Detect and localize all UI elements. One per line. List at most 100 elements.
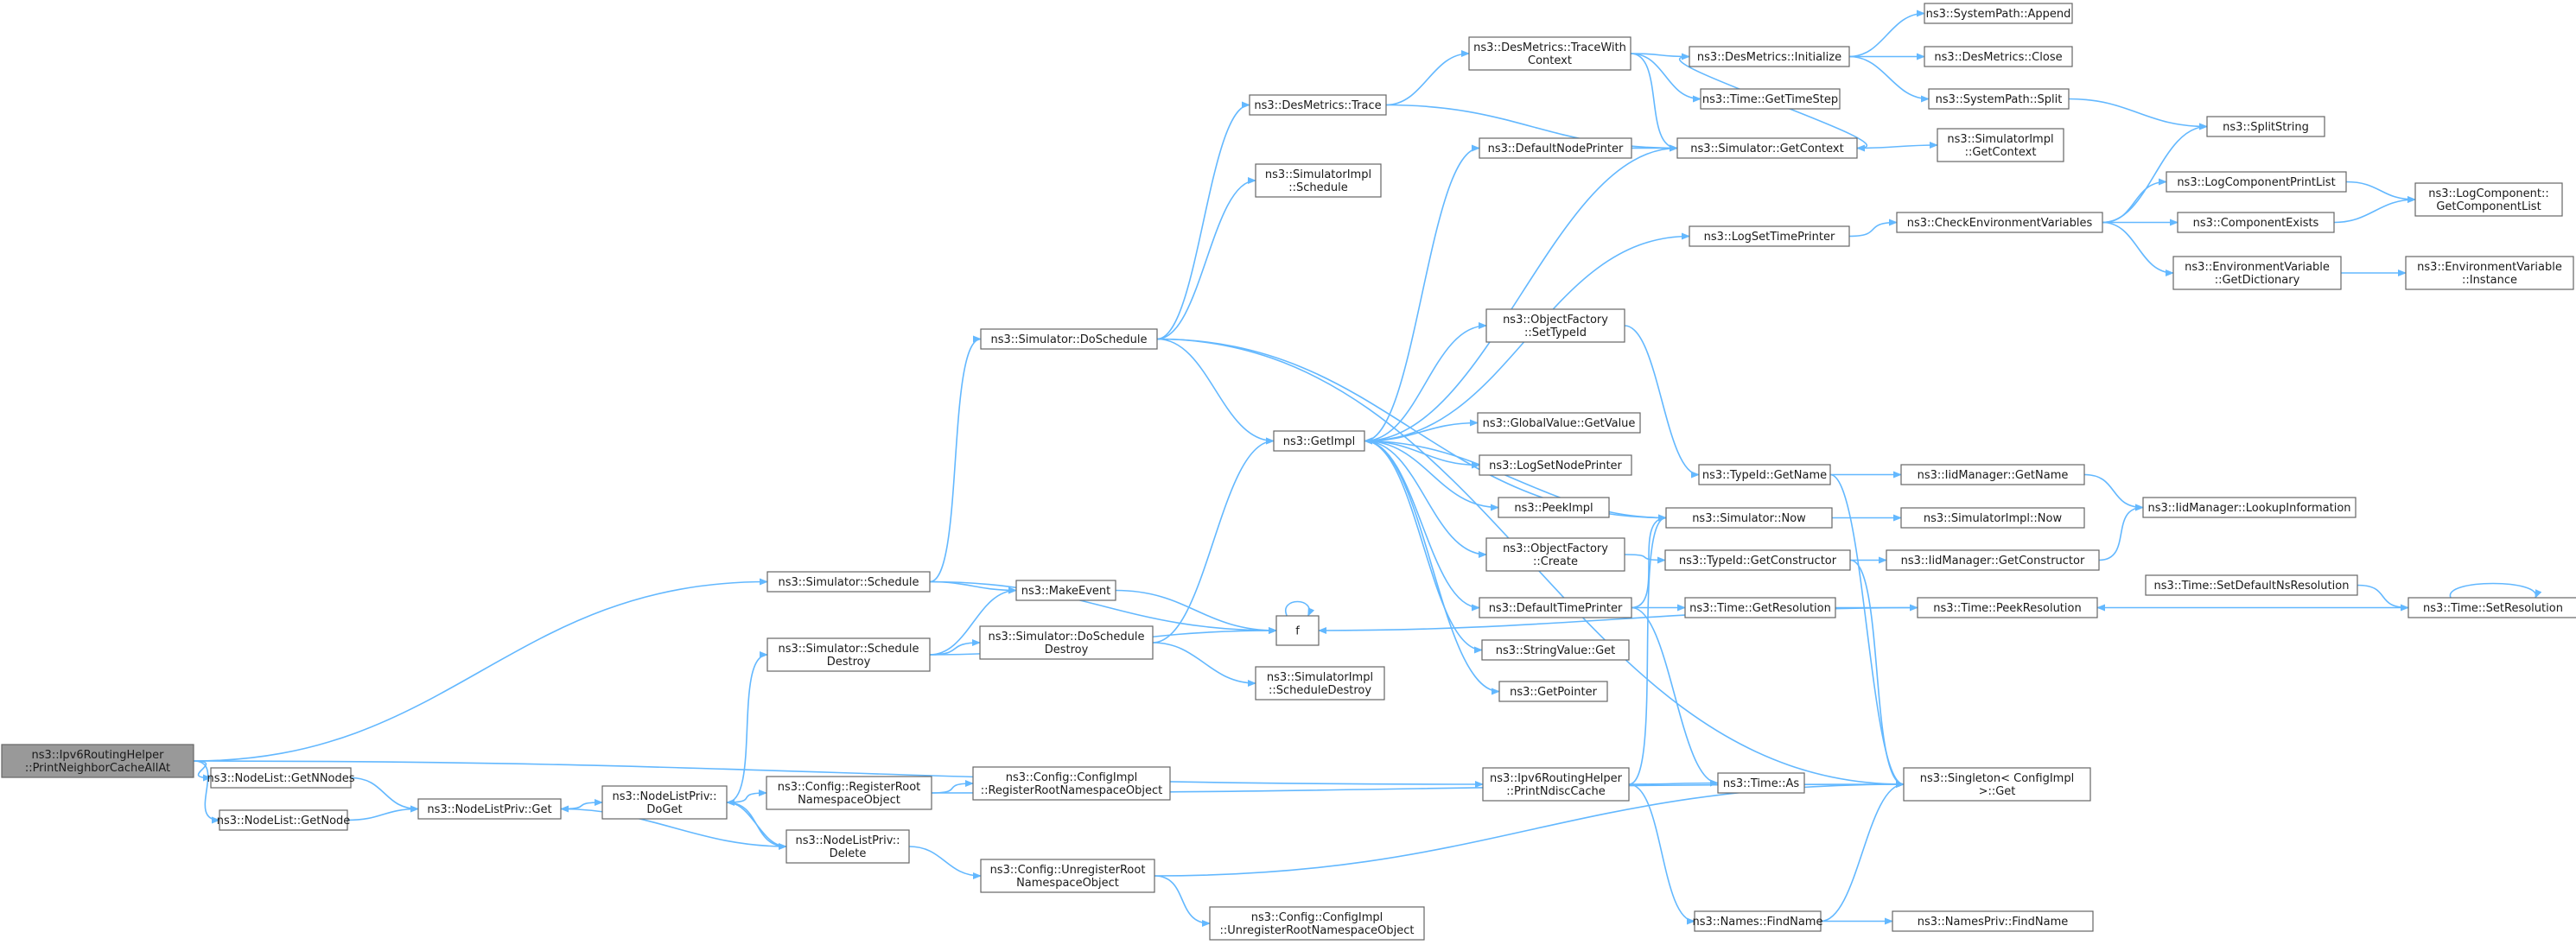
node-desmetrics-init[interactable]: ns3::DesMetrics::Initialize: [1689, 46, 1850, 67]
node-box: [1937, 128, 2064, 162]
node-iidmgr-lookup[interactable]: ns3::IidManager::LookupInformation: [2142, 497, 2357, 518]
node-box: [972, 766, 1171, 801]
node-simimpl-getcontext[interactable]: ns3::SimulatorImpl::GetContext: [1937, 128, 2064, 162]
node-label: ns3::Simulator::Schedule: [778, 643, 919, 656]
node-getimpl[interactable]: ns3::GetImpl: [1273, 430, 1365, 452]
node-sim-schedule[interactable]: ns3::Simulator::Schedule: [766, 571, 931, 593]
node-box: [1, 744, 194, 778]
node-simimpl-sched-destroy[interactable]: ns3::SimulatorImpl::ScheduleDestroy: [1255, 666, 1385, 701]
node-logsettimeprinter[interactable]: ns3::LogSetTimePrinter: [1689, 225, 1850, 247]
edge-checkenvvars-to-envvar-getdict: [2102, 221, 2174, 276]
edge-sim-schedule-to-f: [929, 580, 1277, 634]
node-checkenvvars[interactable]: ns3::CheckEnvironmentVariables: [1896, 212, 2103, 233]
node-typeid-getconstructor[interactable]: ns3::TypeId::GetConstructor: [1664, 549, 1851, 571]
node-defaulttimeprinter[interactable]: ns3::DefaultTimePrinter: [1479, 597, 1632, 618]
node-objfactory-settypeid[interactable]: ns3::ObjectFactory::SetTypeId: [1485, 308, 1625, 343]
node-label: ns3::Ipv6RoutingHelper: [1490, 772, 1623, 785]
edge-getnnodes-to-nlp-get: [350, 777, 419, 813]
node-iidmgr-getconstructor[interactable]: ns3::IidManager::GetConstructor: [1886, 549, 2100, 571]
node-globalvalue-getvalue[interactable]: ns3::GlobalValue::GetValue: [1477, 412, 1641, 434]
node-time-gettimestep[interactable]: ns3::Time::GetTimeStep: [1700, 88, 1841, 110]
node-cfgimpl-unregister[interactable]: ns3::Config::ConfigImpl::UnregisterRootN…: [1209, 906, 1425, 941]
node-label: ns3::NodeList::GetNode: [217, 815, 351, 827]
node-makeevent[interactable]: ns3::MakeEvent: [1015, 580, 1116, 601]
node-label: ns3::NodeListPriv::: [795, 834, 900, 847]
node-peekimpl[interactable]: ns3::PeekImpl: [1498, 497, 1610, 518]
node-box: [1928, 88, 2070, 110]
node-label: ns3::NamesPriv::FindName: [1918, 916, 2068, 929]
node-componentexists[interactable]: ns3::ComponentExists: [2177, 212, 2335, 233]
edge-checkenvvars-to-logcomp-printlist: [2102, 178, 2167, 224]
node-names-findname[interactable]: ns3::Names::FindName: [1693, 910, 1823, 932]
node-sim-doschedule[interactable]: ns3::Simulator::DoSchedule: [980, 328, 1158, 350]
node-time-getresolution[interactable]: ns3::Time::GetResolution: [1684, 597, 1836, 618]
node-stringvalue-get[interactable]: ns3::StringValue::Get: [1481, 639, 1630, 661]
edge-cfg-register-to-cfgimpl-register: [931, 780, 974, 794]
node-time-as[interactable]: ns3::Time::As: [1717, 772, 1805, 794]
node-splitstring[interactable]: ns3::SplitString: [2206, 116, 2325, 137]
node-label: ns3::Simulator::DoSchedule: [990, 333, 1147, 346]
node-getpointer[interactable]: ns3::GetPointer: [1498, 681, 1608, 702]
node-nlp-delete[interactable]: ns3::NodeListPriv::Delete: [786, 829, 910, 864]
node-label: NamespaceObject: [798, 794, 900, 807]
node-namespriv-findname[interactable]: ns3::NamesPriv::FindName: [1892, 910, 2094, 932]
node-box: [1209, 906, 1425, 941]
node-nlp-get[interactable]: ns3::NodeListPriv::Get: [417, 798, 562, 820]
edge-nlp-doget-to-cfg-register: [726, 789, 767, 803]
node-cfg-unregister[interactable]: ns3::Config::UnregisterRootNamespaceObje…: [980, 859, 1155, 893]
node-cfg-register[interactable]: ns3::Config::RegisterRootNamespaceObject: [766, 776, 932, 810]
node-label: ns3::TypeId::GetName: [1702, 469, 1827, 482]
edge-defaulttimeprinter-to-sim-now: [1631, 514, 1667, 609]
node-objfactory-create[interactable]: ns3::ObjectFactory::Create: [1485, 537, 1625, 572]
edge-root-to-ipv6-printndisc: [193, 760, 1484, 788]
node-label: ns3::NodeListPriv::Get: [427, 803, 551, 816]
node-f[interactable]: f: [1275, 615, 1320, 646]
edge-ipv6-printndisc-to-names-findname: [1628, 783, 1695, 925]
node-nlp-doget[interactable]: ns3::NodeListPriv::DoGet: [601, 785, 728, 820]
node-box: [1900, 507, 2085, 529]
node-label: ns3::GlobalValue::GetValue: [1483, 417, 1636, 430]
edge-sim-sched-destroy-to-makeevent: [929, 586, 1017, 656]
node-syspath-append[interactable]: ns3::SystemPath::Append: [1924, 3, 2073, 24]
node-cfgimpl-register[interactable]: ns3::Config::ConfigImpl::RegisterRootNam…: [972, 766, 1171, 801]
node-simimpl-now[interactable]: ns3::SimulatorImpl::Now: [1900, 507, 2085, 529]
node-getnode[interactable]: ns3::NodeList::GetNode: [217, 809, 351, 831]
edge-getimpl-to-stringvalue-get: [1364, 440, 1483, 654]
node-label: ns3::DefaultTimePrinter: [1489, 602, 1623, 615]
node-envvar-instance[interactable]: ns3::EnvironmentVariable::Instance: [2405, 256, 2574, 290]
node-defaultnodeprinter[interactable]: ns3::DefaultNodePrinter: [1479, 137, 1632, 159]
node-sim-getcontext[interactable]: ns3::Simulator::GetContext: [1676, 137, 1858, 159]
node-root[interactable]: ns3::Ipv6RoutingHelper::PrintNeighborCac…: [1, 744, 194, 778]
node-desmetrics-trace[interactable]: ns3::DesMetrics::Trace: [1249, 94, 1387, 116]
node-label: ns3::DesMetrics::Trace: [1254, 99, 1381, 112]
node-label: ns3::Simulator::Schedule: [778, 576, 919, 589]
node-getnnodes[interactable]: ns3::NodeList::GetNNodes: [207, 767, 355, 789]
node-ipv6-printndisc[interactable]: ns3::Ipv6RoutingHelper::PrintNdiscCache: [1482, 767, 1630, 802]
node-box: [1676, 137, 1858, 159]
node-time-setdefaultns[interactable]: ns3::Time::SetDefaultNsResolution: [2145, 574, 2358, 596]
node-sim-sched-destroy[interactable]: ns3::Simulator::ScheduleDestroy: [766, 637, 931, 672]
node-syspath-split[interactable]: ns3::SystemPath::Split: [1928, 88, 2070, 110]
edge-getnode-to-nlp-get: [347, 805, 419, 821]
node-singleton-get[interactable]: ns3::Singleton< ConfigImpl>::Get: [1903, 767, 2091, 802]
node-box: [601, 785, 728, 820]
node-simimpl-schedule[interactable]: ns3::SimulatorImpl::Schedule: [1255, 163, 1382, 198]
node-time-setresolution[interactable]: ns3::Time::SetResolution: [2407, 597, 2576, 618]
node-time-peekresolution[interactable]: ns3::Time::PeekResolution: [1917, 597, 2098, 618]
node-logcomp-getlist[interactable]: ns3::LogComponent::GetComponentList: [2414, 182, 2563, 217]
node-box: [2142, 497, 2357, 518]
node-label: ns3::ObjectFactory: [1503, 314, 1608, 327]
node-label: ns3::DesMetrics::Initialize: [1697, 51, 1841, 64]
node-box: [2166, 171, 2347, 193]
node-logcomp-printlist[interactable]: ns3::LogComponentPrintList: [2166, 171, 2347, 193]
node-label: Destroy: [827, 656, 871, 669]
node-label: ns3::Ipv6RoutingHelper: [32, 749, 165, 762]
node-envvar-getdict[interactable]: ns3::EnvironmentVariable::GetDictionary: [2172, 256, 2342, 290]
node-iidmgr-getname[interactable]: ns3::IidManager::GetName: [1900, 464, 2085, 485]
node-typeid-getname[interactable]: ns3::TypeId::GetName: [1698, 464, 1831, 485]
node-sim-now[interactable]: ns3::Simulator::Now: [1665, 507, 1833, 529]
node-logsetnodeprinter[interactable]: ns3::LogSetNodePrinter: [1479, 454, 1632, 476]
node-desmetrics-close[interactable]: ns3::DesMetrics::Close: [1924, 46, 2073, 67]
